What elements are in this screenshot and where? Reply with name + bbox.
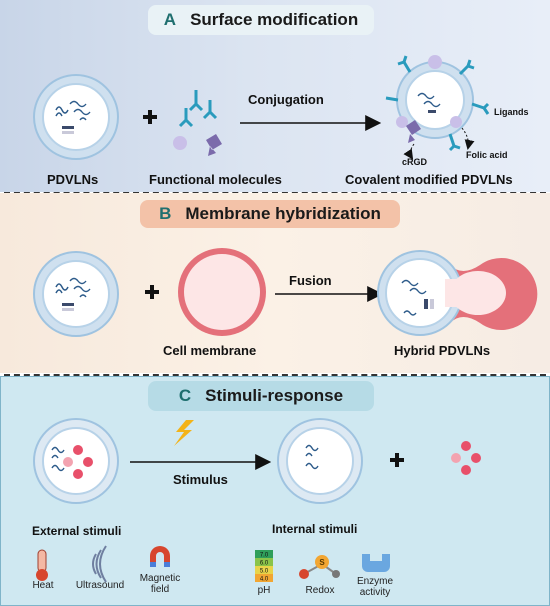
panel-letter-c: C — [178, 386, 192, 405]
released-cargo — [451, 441, 481, 475]
ph-scale-icon: 7.0 6.0 5.0 4.0 — [255, 550, 273, 583]
panel-title-b: Membrane hybridization — [185, 204, 381, 223]
vesicle-loaded — [33, 418, 119, 504]
external-stimuli-label: External stimuli — [32, 524, 122, 538]
fusion-label: Fusion — [289, 273, 332, 288]
panel-letter-b: B — [159, 204, 172, 223]
pdvln-vesicle-a — [33, 74, 119, 160]
modified-vesicle — [385, 55, 490, 152]
svg-text:S: S — [319, 558, 325, 567]
cell-membrane-label: Cell membrane — [163, 343, 257, 358]
covalent-modified-label: Covalent modified PDVLNs — [345, 172, 513, 187]
hybrid-pdvlns-label: Hybrid PDVLNs — [394, 343, 491, 358]
banner-a: A Surface modification — [148, 5, 374, 35]
plus-icon-c — [390, 453, 404, 467]
lightning-bolt-icon — [174, 420, 194, 446]
banner-b: B Membrane hybridization — [140, 200, 400, 228]
crgd-label: cRGD — [402, 157, 428, 167]
panel-a-graphics — [33, 55, 490, 160]
functional-molecules-icon — [178, 90, 218, 128]
ligands-label: Ligands — [494, 107, 529, 117]
ultrasound-label: Ultrasound — [75, 580, 125, 591]
vesicle-empty — [277, 418, 363, 504]
folic-acid-label: Folic acid — [466, 150, 508, 160]
ph-value-3: 4.0 — [260, 577, 269, 583]
ph-value-0: 7.0 — [260, 553, 269, 559]
enzyme-activity-label: Enzyme activity — [356, 576, 394, 598]
panel-title-a: Surface modification — [190, 10, 359, 29]
crgd-molecule — [206, 134, 222, 156]
panel-title-c: Stimuli-response — [205, 386, 344, 405]
panel-b-graphics — [33, 248, 538, 337]
internal-stimuli-label: Internal stimuli — [272, 522, 358, 536]
folic-acid-molecule — [173, 136, 187, 150]
redox-label: Redox — [305, 585, 335, 596]
redox-icon: S — [299, 555, 340, 579]
plus-icon-a — [143, 110, 157, 124]
ultrasound-icon — [92, 545, 107, 583]
heat-label: Heat — [32, 580, 54, 591]
hybrid-vesicle — [377, 250, 538, 336]
ph-value-1: 6.0 — [260, 561, 269, 567]
ph-value-2: 5.0 — [260, 569, 269, 575]
pdvln-vesicle-b — [33, 251, 119, 337]
stimulus-label: Stimulus — [173, 472, 228, 487]
functional-molecules-label: Functional molecules — [149, 172, 282, 187]
divider-b-c — [4, 374, 546, 376]
thermometer-icon — [36, 549, 48, 581]
ph-label: pH — [257, 585, 271, 596]
pdvlns-label: PDVLNs — [47, 172, 99, 187]
banner-c: C Stimuli-response — [148, 381, 374, 411]
panel-c-graphics: 7.0 6.0 5.0 4.0 S — [33, 418, 481, 583]
plus-icon-b — [145, 285, 159, 299]
magnet-icon — [150, 546, 170, 567]
panel-letter-a: A — [163, 10, 177, 29]
conjugation-label: Conjugation — [248, 92, 324, 107]
magnetic-field-label: Magnetic field — [139, 573, 181, 595]
folic-pointer — [461, 127, 475, 150]
cell-membrane-icon — [178, 248, 266, 336]
enzyme-icon — [362, 554, 390, 572]
crgd-pointer — [403, 143, 415, 160]
